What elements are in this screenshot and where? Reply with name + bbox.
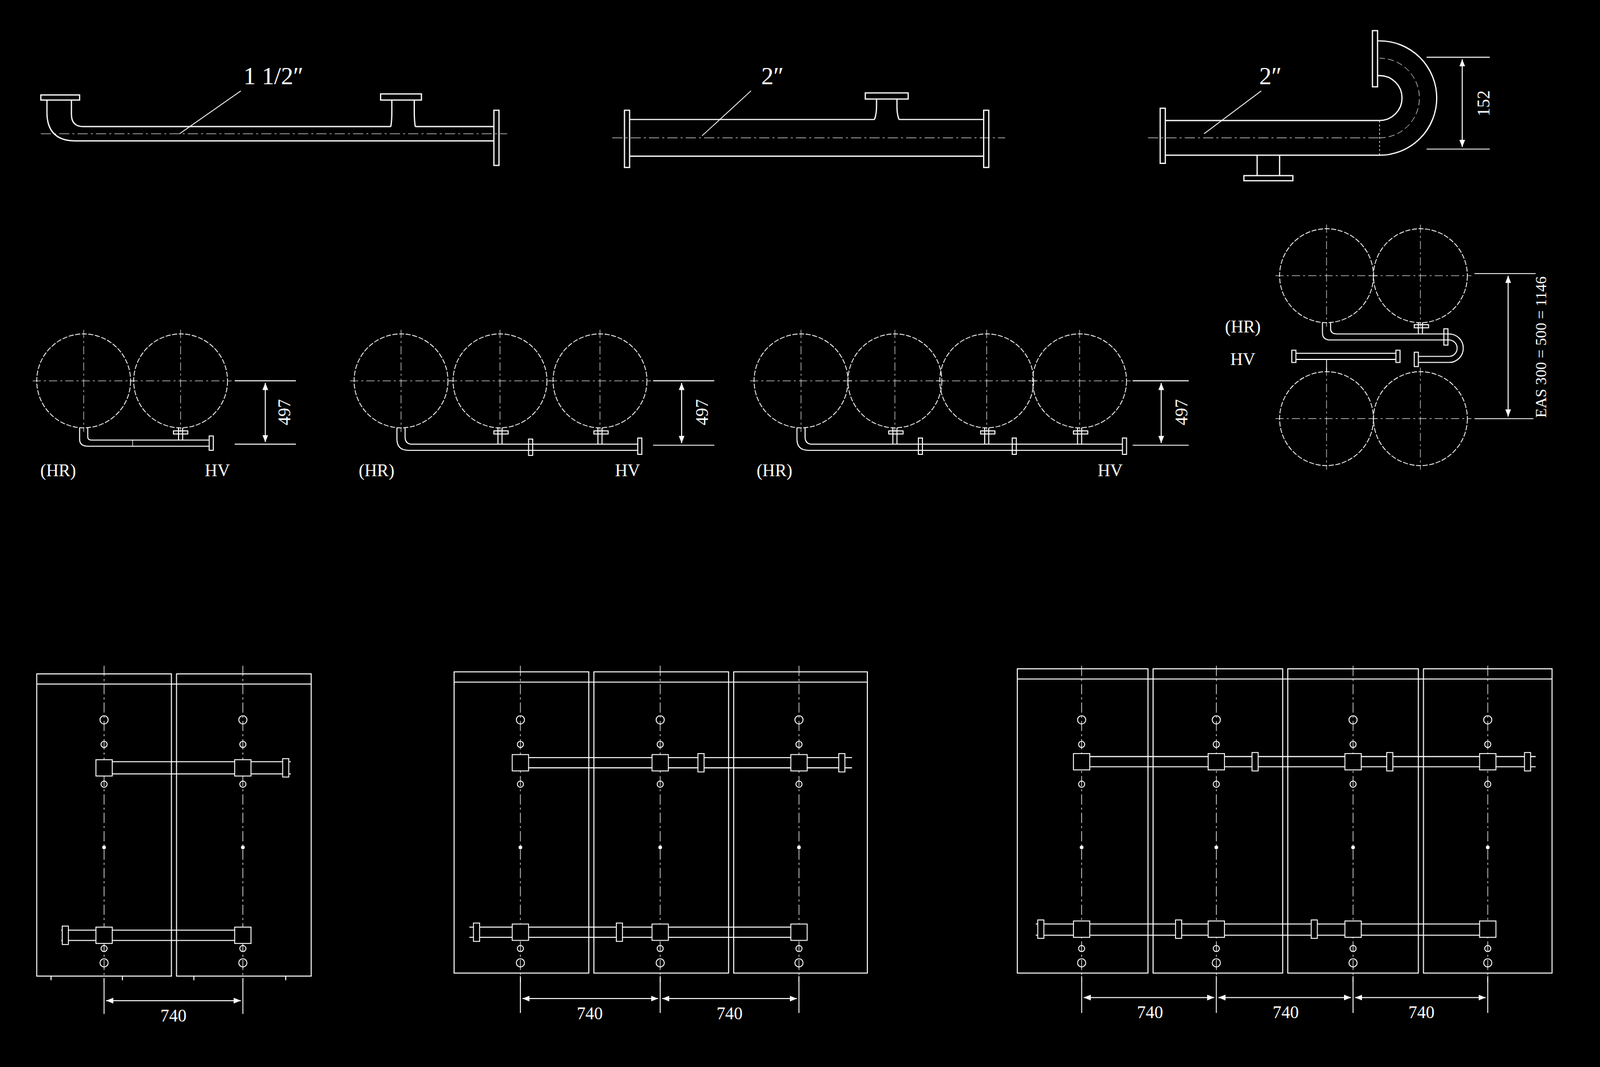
dimension-label: 2″ — [759, 64, 786, 90]
dimension-label: 740 — [1271, 1003, 1301, 1022]
dimension-label: (HR) — [357, 460, 396, 480]
dimension-label: 1 1/2″ — [241, 64, 306, 90]
dimension-label: 152 — [1474, 88, 1493, 118]
dimension-label: HV — [1228, 349, 1258, 369]
dimension-label: 740 — [714, 1003, 744, 1023]
dimension-label: 497 — [1172, 397, 1191, 427]
dimension-label: (HR) — [38, 460, 78, 480]
dimension-label: 740 — [1406, 1003, 1437, 1022]
dimension-label: HV — [203, 460, 232, 480]
dimension-label: 740 — [158, 1006, 189, 1025]
dimension-label: 740 — [574, 1003, 605, 1023]
dimension-label: 497 — [692, 397, 712, 427]
dimension-label: EAS 300 = 500 = 1146 — [1533, 274, 1551, 420]
dimension-label: HV — [613, 460, 643, 480]
dimension-label: 497 — [275, 397, 295, 427]
dimension-label: HV — [1095, 460, 1125, 480]
dimension-label: (HR) — [1223, 317, 1263, 336]
dimension-label: 740 — [1135, 1003, 1165, 1022]
dimension-label: (HR) — [755, 460, 794, 480]
dimension-label: 2″ — [1257, 64, 1284, 90]
